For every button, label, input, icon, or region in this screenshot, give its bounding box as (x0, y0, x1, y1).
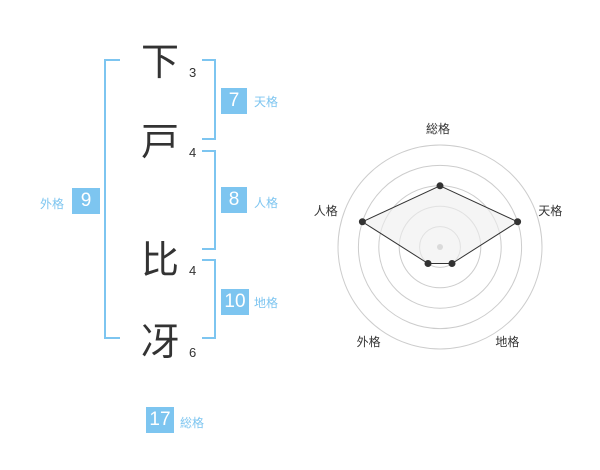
radar-axis-label-1: 総格 (426, 122, 451, 136)
radar-ring-5 (337, 144, 543, 350)
soukaku-label: 総格 (180, 416, 205, 430)
radar-axis-label-4: 外格 (356, 335, 381, 350)
jinkaku-badge: 8 (221, 187, 247, 213)
soukaku-badge: 17 (146, 407, 174, 433)
name-char-2: 戸 (140, 120, 179, 164)
radar-point-4 (424, 260, 432, 268)
gaikaku-badge: 9 (72, 188, 100, 214)
name-char-4: 冴 (140, 320, 179, 364)
tenkaku-badge: 7 (221, 88, 247, 114)
jinkaku-bracket (202, 150, 216, 250)
chikaku-bracket (202, 259, 216, 339)
tenkaku-bracket (202, 59, 216, 140)
radar-axis-label-3: 地格 (495, 335, 520, 350)
tenkaku-label: 天格 (254, 95, 279, 109)
gaikaku-label: 外格 (40, 197, 65, 211)
radar-value-polygon (361, 185, 519, 264)
jinkaku-label: 人格 (254, 196, 279, 210)
name-char-3: 比 (140, 238, 179, 282)
stroke-count-1: 3 (189, 65, 197, 80)
stroke-count-2: 4 (189, 145, 197, 160)
radar-point-2 (514, 218, 522, 226)
stroke-count-4: 6 (189, 345, 197, 360)
radar-axis-label-2: 天格 (538, 203, 563, 218)
radar-ring-4 (357, 164, 523, 330)
radar-axis-label-5: 人格 (313, 203, 338, 218)
radar-point-1 (436, 182, 444, 190)
gaikaku-bracket (104, 59, 120, 339)
chikaku-label: 地格 (254, 296, 279, 310)
radar-point-5 (358, 218, 366, 226)
radar-point-3 (448, 260, 456, 268)
stroke-count-3: 4 (189, 263, 197, 278)
name-char-1: 下 (140, 40, 179, 84)
chikaku-badge: 10 (221, 289, 249, 315)
